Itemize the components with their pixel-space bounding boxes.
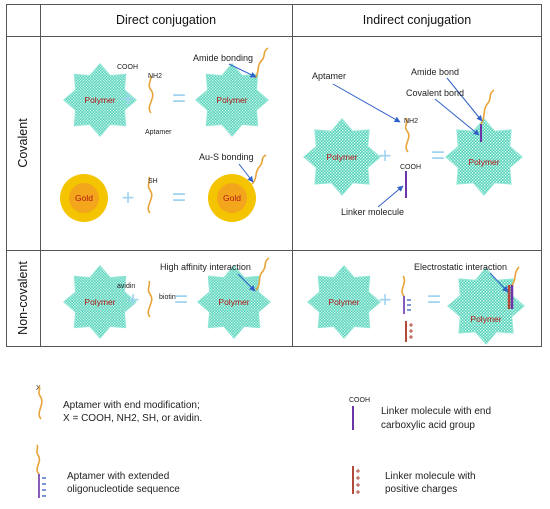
legend-item-positive-linker: Linker molecule with positive charges — [352, 466, 476, 495]
extended-aptamer-icon — [36, 444, 41, 475]
high-affinity-label: High affinity interaction — [160, 262, 251, 272]
direct-covalent-polymer-reaction: Polymer COOH + NH2 Aptamer = Polymer Ami… — [63, 47, 269, 137]
plus-icon: + — [122, 86, 135, 111]
avidin-label: avidin — [117, 283, 135, 290]
arrow-icon — [377, 185, 404, 208]
equals-icon: = — [427, 286, 441, 313]
bound-aptamer-icon — [251, 154, 267, 185]
negative-charge-dashes-icon — [407, 299, 411, 311]
legend-text: positive charges — [385, 484, 457, 495]
plus-icon: + — [127, 287, 140, 312]
aptamer-strand-icon — [148, 75, 154, 114]
legend-item-carboxyl-linker: COOH Linker molecule with end carboxylic… — [349, 397, 491, 431]
indirect-covalent-reaction: Polymer + NH2 COOH = Polymer Aptamer Ami… — [303, 67, 523, 217]
arrow-icon — [237, 273, 256, 292]
aptamer-strand-icon — [147, 176, 153, 214]
legend-text: Linker molecule with end — [381, 406, 491, 417]
legend-x-marker: X — [36, 385, 41, 392]
gold-label: Gold — [75, 193, 93, 203]
polymer-label: Polymer — [84, 297, 115, 307]
aptamer-label: Aptamer — [145, 129, 172, 136]
legend-cooh-marker: COOH — [349, 397, 370, 404]
aptamer-strand-icon — [147, 280, 153, 318]
negative-charge-dashes-icon — [42, 477, 46, 497]
gold-label: Gold — [223, 193, 241, 203]
polymer-label: Polymer — [326, 152, 357, 162]
linker-molecule-label: Linker molecule — [341, 207, 404, 217]
polymer-label: Polymer — [468, 157, 499, 167]
cooh-label: COOH — [400, 164, 421, 171]
plus-icon: + — [122, 185, 135, 210]
direct-covalent-gold-reaction: Gold + SH = Gold Au-S bonding — [60, 152, 280, 222]
extended-aptamer-icon — [401, 275, 406, 297]
legend-item-end-modified-aptamer: X Aptamer with end modification; X = COO… — [36, 385, 202, 424]
arrow-icon — [228, 63, 257, 78]
polymer-label: Polymer — [328, 297, 359, 307]
equals-icon: = — [172, 184, 186, 211]
equals-icon: = — [174, 286, 188, 313]
positive-charges-icon — [356, 469, 360, 494]
polymer-label: Polymer — [470, 314, 501, 324]
legend-text: oligonucleotide sequence — [67, 484, 180, 495]
legend-text: Linker molecule with — [385, 471, 476, 482]
equals-icon: = — [172, 85, 186, 112]
arrow-icon — [238, 163, 254, 183]
direct-noncovalent-reaction: Polymer avidin + biotin = Polymer High a… — [63, 257, 271, 339]
arrow-icon — [434, 98, 480, 136]
biotin-label: biotin — [159, 294, 176, 301]
polymer-label: Polymer — [216, 95, 247, 105]
plus-icon: + — [379, 143, 392, 168]
legend-text: carboxylic acid group — [381, 420, 475, 431]
nh2-label: NH2 — [404, 118, 418, 125]
legend-text: Aptamer with extended — [67, 471, 169, 482]
legend-text: Aptamer with end modification; — [63, 400, 200, 411]
bound-aptamer-icon — [255, 257, 270, 291]
sh-label: SH — [148, 178, 158, 185]
amide-bonding-label: Amide bonding — [193, 53, 253, 63]
cooh-label: COOH — [117, 64, 138, 71]
table-grid — [6, 4, 542, 347]
arrow-icon — [489, 272, 509, 293]
row-label-noncovalent: Non-covalent — [16, 261, 30, 335]
arrow-icon — [446, 77, 483, 122]
row-label-covalent: Covalent — [16, 118, 30, 168]
aptamer-label: Aptamer — [312, 71, 346, 81]
covalent-bond-label: Covalent bond — [406, 88, 464, 98]
polymer-label: Polymer — [218, 297, 249, 307]
bound-aptamer-icon — [480, 89, 495, 125]
header-direct-conjugation: Direct conjugation — [116, 13, 216, 27]
legend-item-extended-aptamer: Aptamer with extended oligonucleotide se… — [36, 444, 180, 498]
header-indirect-conjugation: Indirect conjugation — [363, 13, 471, 27]
electrostatic-label: Electrostatic interaction — [414, 262, 507, 272]
plus-icon: + — [379, 287, 392, 312]
polymer-label: Polymer — [84, 95, 115, 105]
au-s-bonding-label: Au-S bonding — [199, 152, 254, 162]
positive-charges-icon — [409, 323, 413, 339]
amide-bond-label: Amide bond — [411, 67, 459, 77]
equals-icon: = — [431, 142, 445, 169]
bound-aptamer-icon — [254, 47, 269, 79]
legend: X Aptamer with end modification; X = COO… — [36, 385, 491, 498]
indirect-noncovalent-reaction: Polymer + = Polymer Electrostatic intera… — [307, 262, 525, 345]
aptamer-strand-icon — [404, 117, 410, 153]
nh2-label: NH2 — [148, 73, 162, 80]
arrow-icon — [332, 83, 401, 123]
legend-text: X = COOH, NH2, SH, or avidin. — [63, 413, 202, 424]
aptamer-strand-icon — [38, 385, 43, 420]
